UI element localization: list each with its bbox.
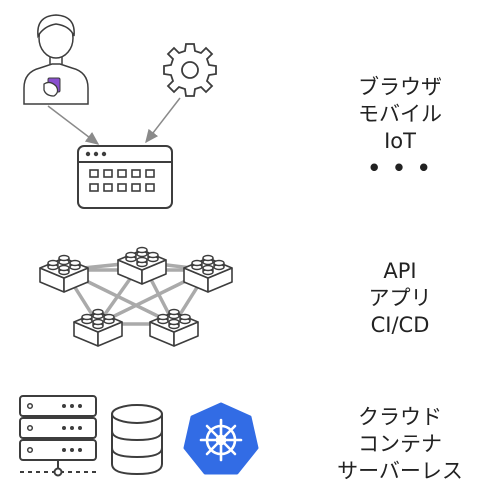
label-api: API xyxy=(383,259,417,283)
lego-block-icon xyxy=(149,308,199,347)
app-tier-labels: API アプリ CI/CD xyxy=(320,258,480,339)
arrow-gear-to-app xyxy=(145,97,181,144)
lego-block-icon xyxy=(117,246,167,285)
label-iot: IoT xyxy=(384,129,416,153)
lego-block-icon xyxy=(183,254,233,293)
user-with-phone-icon xyxy=(23,14,89,105)
label-ellipsis: • • • xyxy=(367,156,433,180)
label-container: コンテナ xyxy=(358,432,442,456)
client-tier-labels: ブラウザ モバイル IoT • • • xyxy=(320,74,480,182)
arrow-user-to-app xyxy=(47,105,100,145)
label-serverless: サーバーレス xyxy=(337,459,463,483)
label-mobile: モバイル xyxy=(358,102,442,126)
kubernetes-icon xyxy=(183,402,259,475)
infra-tier-labels: クラウド コンテナ サーバーレス xyxy=(320,404,480,485)
label-cicd: CI/CD xyxy=(370,313,430,337)
building-blocks xyxy=(39,246,233,347)
label-cloud: クラウド xyxy=(358,405,442,429)
database-icon xyxy=(111,404,163,476)
server-rack-icon xyxy=(19,395,97,477)
lego-block-icon xyxy=(39,254,89,293)
lego-block-icon xyxy=(73,308,123,347)
label-app: アプリ xyxy=(368,286,432,310)
gear-icon xyxy=(163,43,217,97)
label-browser: ブラウザ xyxy=(358,75,442,99)
app-window-icon xyxy=(77,145,173,209)
